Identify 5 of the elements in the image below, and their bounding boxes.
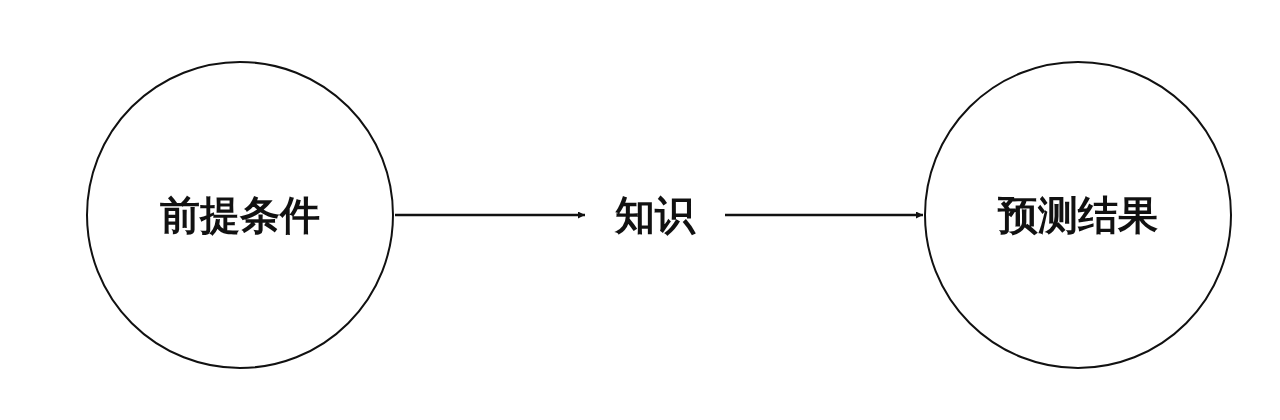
arrow <box>395 211 585 219</box>
node-label: 预测结果 <box>998 190 1158 240</box>
node-label: 知识 <box>605 190 705 240</box>
node-label: 前提条件 <box>160 190 320 240</box>
arrow <box>725 211 923 219</box>
